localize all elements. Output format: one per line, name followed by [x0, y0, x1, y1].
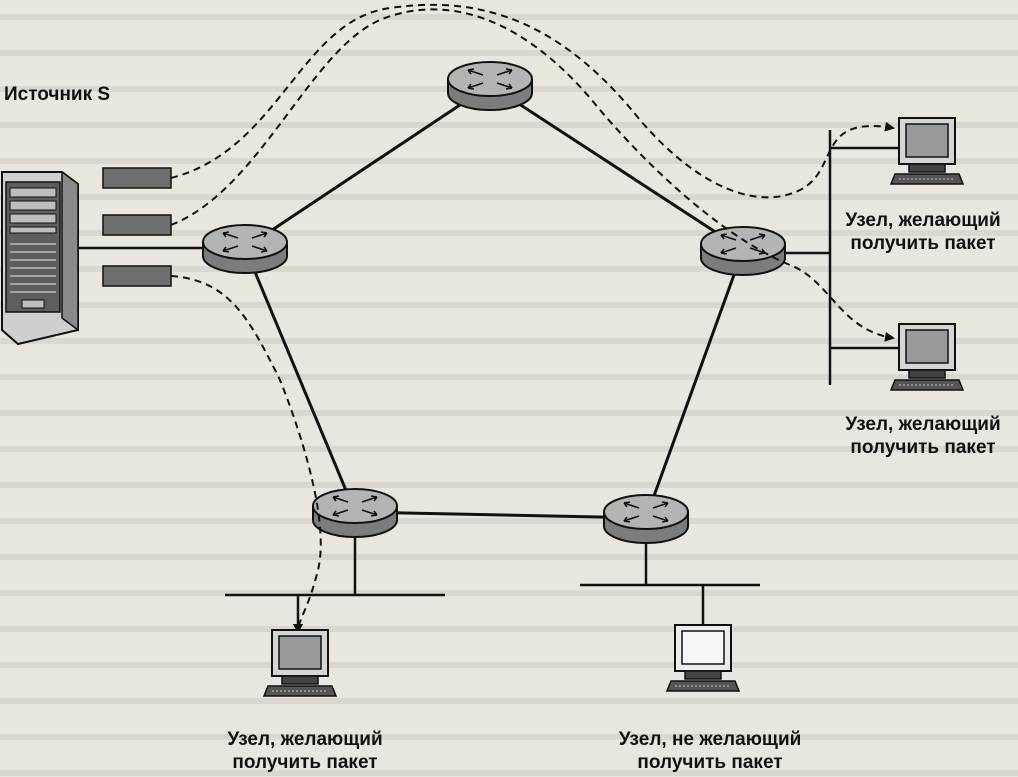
- packet-icon: [102, 167, 172, 189]
- receiver-top-label-line2: получить пакет: [850, 233, 996, 254]
- link-bottomleft-bottomright: [354, 510, 647, 520]
- router-left: [202, 224, 288, 274]
- receiver-mid-label-line1: Узел, желающий: [845, 414, 1001, 435]
- network-links: [243, 83, 745, 520]
- router-bottom-left: [312, 488, 398, 538]
- receiver-mid-label: Узел, желающий получить пакет: [828, 413, 1018, 459]
- source-label: Источник S: [4, 84, 111, 105]
- receiver-bottom-label: Узел, желающий получить пакет: [205, 728, 405, 774]
- workstation-icon: [666, 624, 740, 692]
- workstation-icon: [890, 117, 964, 185]
- receiver-bottom-label-line1: Узел, желающий: [227, 729, 383, 750]
- path-to-mid-receiver: [170, 8, 895, 342]
- path-to-bottom-receiver: [170, 275, 322, 634]
- lan-segments: [55, 130, 898, 632]
- packets: [102, 167, 172, 287]
- workstation-icon: [263, 629, 337, 697]
- delivery-paths: [170, 3, 895, 634]
- router-bottom-right: [603, 494, 689, 544]
- path-to-top-receiver: [170, 3, 895, 199]
- nonreceiver-label: Узел, не желающий получить пакет: [598, 728, 822, 774]
- link-left-bottomleft: [243, 247, 357, 513]
- receiver-bottom-label-line2: получить пакет: [232, 752, 378, 773]
- link-right-bottomright: [644, 249, 745, 519]
- link-left-top: [244, 83, 491, 250]
- router-top: [447, 61, 533, 111]
- receiver-top-label: Узел, желающий получить пакет: [828, 209, 1018, 255]
- router-right: [700, 226, 786, 276]
- packet-icon: [102, 214, 172, 236]
- nonreceiver-label-line2: получить пакет: [637, 752, 783, 773]
- receiver-top-label-line1: Узел, желающий: [845, 210, 1001, 231]
- link-top-right: [489, 83, 744, 252]
- workstation-icon: [890, 323, 964, 391]
- receiver-mid-label-line2: получить пакет: [850, 437, 996, 458]
- packet-icon: [102, 265, 172, 287]
- server-icon: [1, 170, 79, 346]
- nonreceiver-label-line1: Узел, не желающий: [618, 729, 802, 750]
